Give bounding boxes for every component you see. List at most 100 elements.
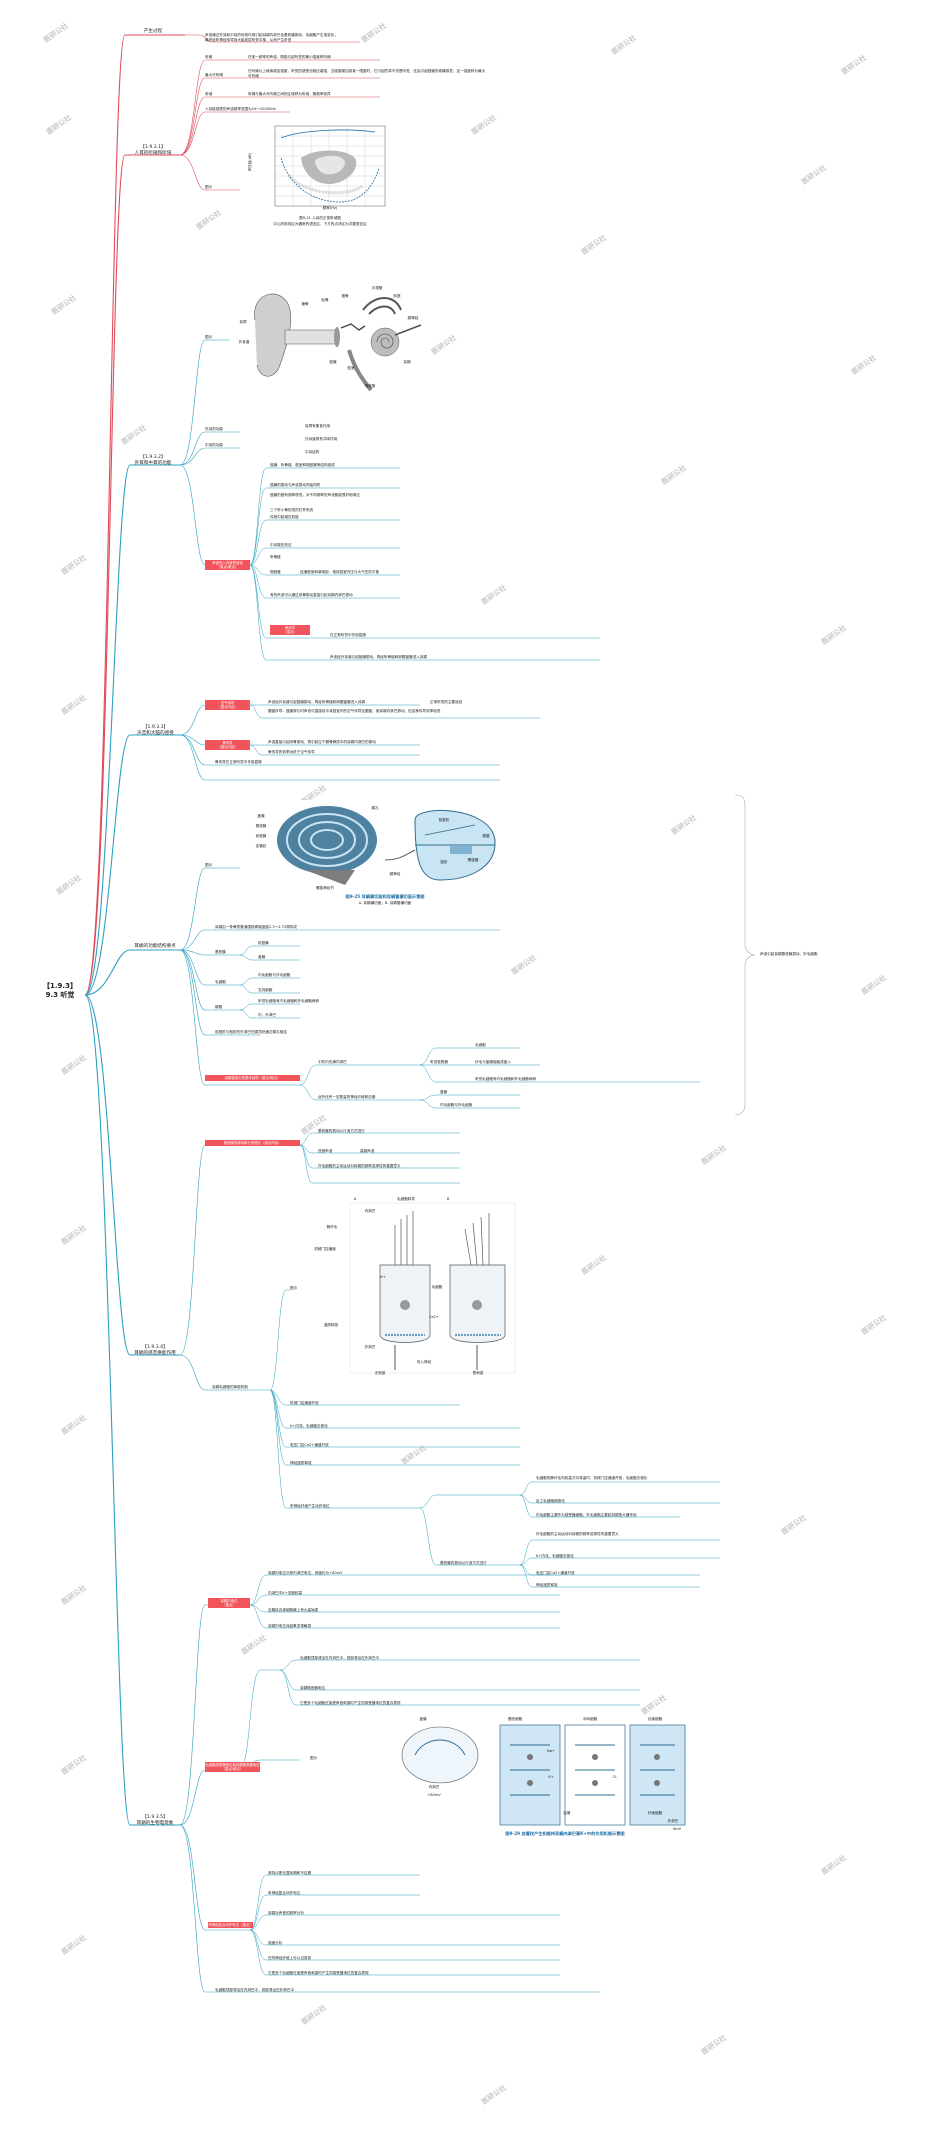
s2-note-15: 声波经外耳道引起鼓膜振动，再经听骨链和卵圆窗膜进入耳蜗: [330, 655, 428, 659]
s5-note-14: 外毛细胞的主动运动对耳蜗的频率选择性有重要意义: [536, 1532, 619, 1536]
node-outer-middle-ear[interactable]: 【1.9.3.2】 外耳和中耳的功能: [128, 455, 178, 466]
tag-compound-ap[interactable]: 听神经复合动作电位（重点）: [208, 1922, 253, 1929]
tag-bone-conduction[interactable]: 骨传导 （重点）: [270, 625, 310, 636]
s5-note-17: 神经递质释放: [536, 1583, 558, 1587]
s4-note-4[interactable]: 毛细胞: [215, 980, 226, 984]
ear-label-cochlear-nerve: 蜗神经: [407, 316, 419, 320]
s4-note-8b: 听觉毛细胞有内毛细胞和外毛细胞两种: [475, 1077, 537, 1081]
s6-note-3: 耳蜗内电位对缺氧非常敏感: [268, 1624, 312, 1628]
s1-note-threshold: 在某一频率的声波，刚能引起听觉的最小强度称听阈: [248, 55, 331, 59]
s6-note-8: 听神经复合动作电位: [268, 1891, 301, 1895]
s1-item-range: 人耳能感受的声波频率范围为20～20000Hz: [205, 107, 276, 111]
stria-drawing: [401, 1724, 686, 1826]
s5-note-15: K+内流，毛细胞去极化: [536, 1554, 574, 1558]
s4-note-7[interactable]: 蜗管: [215, 1005, 223, 1009]
ear-label-eardrum: 鼓膜: [329, 360, 337, 364]
root-line2: 9.3 听觉: [45, 991, 75, 999]
ear-label-vestibule: 前庭: [393, 294, 401, 298]
s3-note-1: 正常听觉的主要途径: [430, 700, 463, 704]
stria-label-marginal: 边缘细胞: [647, 1717, 663, 1721]
node-sound-perception[interactable]: 【1.9.3.3】 声音和大脑的感受: [128, 725, 183, 736]
s3-note-5: 骨传导在正常听觉中作用甚微: [215, 760, 262, 764]
s3-note-3: 声波直接引起颅骨振动，再引起位于颞骨骨质中的耳蜗内淋巴的振动: [268, 740, 376, 744]
s2-subtitle: 外耳和中耳的功能: [134, 460, 172, 466]
s1-note-max-threshold: 在听阈以上继续增加强度，听觉的感受也相应增强，当强度增加到某一限度时，它引起的将…: [248, 69, 486, 78]
s1-item-field[interactable]: 听域: [205, 92, 213, 96]
s2-note-2: 中耳结构: [305, 450, 320, 454]
node-hearing-threshold[interactable]: 【1.9.3.1】 人耳的听阈和听域: [128, 145, 178, 156]
s1-item-max-threshold[interactable]: 最大可听阈: [205, 73, 223, 77]
s5-title: 【1.9.3.4】: [142, 1345, 168, 1350]
s4-note-3b: 盖膜: [440, 1090, 448, 1094]
node-cochlea-structure[interactable]: 耳蜗的功能结构要点: [134, 944, 176, 949]
tag-sound-pathway[interactable]: 声波传入内耳的途径 （重点/难点）: [205, 560, 250, 571]
hair-label-stimulus: 受刺激: [472, 1371, 484, 1375]
s6-note-4b: 毛细胞顶部浸浴在内淋巴中，底部浸浴在外淋巴中: [215, 1988, 295, 1992]
s5-note-2: 高频声波: [360, 1149, 375, 1153]
ear-label-cochlea: 耳蜗: [403, 360, 411, 364]
s2-note-12: 有的声波可以通过颅骨振动直接引起耳蜗内淋巴振动: [270, 593, 353, 597]
ear-label-canals: 半规管: [371, 286, 383, 290]
hearing-field-caption2: 中心的斜线区为通常的语言区，下方的点状区为次要语言区: [273, 222, 367, 226]
s6-note-10: 强度分析: [268, 1941, 283, 1945]
s2-item-figure-s6[interactable]: 图示: [310, 1756, 318, 1760]
s2-item-figure-s5[interactable]: 图示: [290, 1286, 298, 1290]
s1-item-threshold[interactable]: 听阈: [205, 55, 213, 59]
hearing-field-chart: [274, 125, 386, 207]
stria-label-zero: 0mV: [672, 1827, 682, 1831]
stria-figure: 盖膜 基底细胞 中间细胞 边缘细胞 纤维细胞 内淋巴 外淋巴 血管 +80mV …: [395, 1715, 695, 1845]
hair-label-cell: 毛细胞: [431, 1285, 443, 1289]
s6-tag1: 耳蜗内电位: [220, 1599, 238, 1603]
s2-note-4: 鼓膜的振动与声波振动同始同终: [270, 483, 321, 487]
hair-label-endolymph: 内淋巴: [364, 1209, 376, 1213]
cochlea-figure: 蜗孔 前庭阶 鼓阶 蜗管 蜗神经 螺旋器 盖膜 基底膜 前庭膜 血管纹 螺旋神经…: [256, 800, 505, 910]
s4-note-11: 中阶内充满内淋巴: [318, 1060, 347, 1064]
node-bioelectric[interactable]: 【1.9.3.5】 耳蜗的生物电现象: [125, 1815, 185, 1826]
s6-note-6b: 它是多个毛细胞在接受声音刺激时产生的感受器电位的复合表现: [268, 1971, 369, 1975]
s5-subtitle: 耳蜗的感音换能作用: [134, 1350, 176, 1356]
s3-tag2: （重点内容）: [217, 705, 238, 710]
s2-tag3: （重点）: [283, 630, 297, 635]
tag-endocochlear[interactable]: 耳蜗内电位 （重点）: [208, 1598, 250, 1609]
s2-item-figure-s4[interactable]: 图示: [205, 863, 213, 867]
root-node[interactable]: 【1.9.3】 9.3 听觉: [30, 982, 90, 1000]
tag-receptor-potential[interactable]: 毛细胞感受器电位和耳蜗微音器电位（重点/难点）: [205, 1762, 260, 1773]
cochlea-caption2: A. 耳蜗横切面；B. 耳蜗管横切面: [358, 901, 412, 905]
s1-item-figure[interactable]: 图示: [205, 185, 213, 189]
s4-note-12: 此外还有一定数量的神经纤维和血管: [318, 1095, 376, 1099]
s6-note-6: 它是多个毛细胞在接受声音刺激时产生的感受器电位的复合表现: [300, 1701, 401, 1705]
hearing-field-xlabel: 频率(Hz): [322, 206, 338, 210]
ear-label-tympanic: 鼓室: [347, 366, 355, 370]
s4-note-6: 支持细胞: [258, 988, 273, 992]
s2-item-figure[interactable]: 图示: [205, 335, 213, 339]
cochlea-label-basilar: 基底膜: [255, 824, 267, 828]
s2-note-13: 骨传导: [284, 626, 296, 630]
s5-note-4[interactable]: 耳蜗毛细胞的换能机制: [212, 1385, 248, 1389]
tag-traveling-wave[interactable]: 基底膜的振动和行波理论（重点内容）: [205, 1140, 300, 1147]
s1-title: 【1.9.3.1】: [140, 145, 166, 150]
s6-note-0: 耳蜗内电位又称内淋巴电位，其值约为+80mV: [268, 1571, 343, 1575]
s2-item-outer-function[interactable]: 外耳的功能: [205, 427, 223, 431]
stria-label-intermediate: 中间细胞: [582, 1717, 598, 1721]
s4-note-8: 听觉毛细胞有内毛细胞和外毛细胞两种: [258, 999, 320, 1003]
stria-label-tectorial: 盖膜: [419, 1717, 427, 1721]
stria-label-k: K+: [548, 1775, 554, 1779]
tag-bone-conduction-2[interactable]: 骨传导 （重点内容）: [205, 740, 250, 751]
node-production-process[interactable]: 产生过程: [143, 29, 163, 34]
tag-air-conduction[interactable]: 空气传导 （重点内容）: [205, 700, 250, 711]
tag-cochlea-parts[interactable]: 耳蜗各部分的基本结构（重点/难点）: [205, 1075, 300, 1082]
hair-label-b: B: [446, 1197, 450, 1201]
s2-note-1: 外耳道具有共鸣作用: [305, 437, 338, 441]
stria-label-endolymph: 内淋巴: [428, 1785, 440, 1789]
ear-label-canal: 外耳道: [238, 340, 250, 344]
node-transduction[interactable]: 【1.9.3.4】 耳蜗的感音换能作用: [125, 1345, 185, 1356]
s2-item-middle-function[interactable]: 中耳的功能: [205, 443, 223, 447]
s6-tag2: （重点）: [222, 1603, 236, 1608]
s5-note-6: K+内流，毛细胞去极化: [290, 1424, 328, 1428]
s6-note-9: 耳蜗对声音的频率分析: [268, 1911, 304, 1915]
cochlea-label-nerve: 蜗神经: [389, 872, 401, 876]
ear-label-malleus: 锤骨: [301, 302, 309, 306]
s4-note-1[interactable]: 基底膜: [215, 950, 226, 954]
s5-note-10: 毛细胞的静纤毛向较高方向弯曲时，机械门控通道开放，毛细胞去极化: [536, 1476, 648, 1480]
s4-note-10: 前庭阶与鼓阶的外淋巴在蜗顶处通过蜗孔相连: [215, 1030, 287, 1034]
